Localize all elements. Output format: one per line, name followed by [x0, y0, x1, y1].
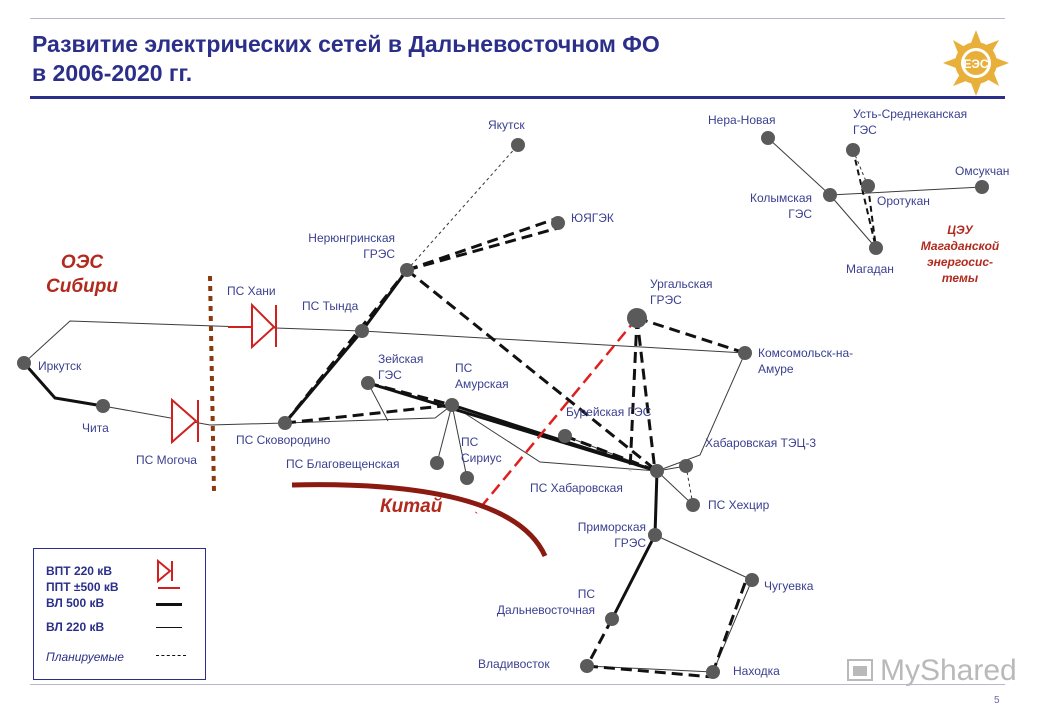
label-skovorodino: ПС Сковородино: [236, 433, 331, 447]
legend-planned-label: Планируемые: [46, 650, 124, 664]
label-chita: Чита: [82, 421, 109, 435]
vpt-mogocha-symbol: [171, 397, 199, 445]
watermark-text: MyShared: [880, 654, 1017, 687]
label-chuguevka: Чугуевка: [764, 579, 814, 593]
node-khekhtsir: [686, 498, 700, 512]
title-underline: [30, 96, 1005, 99]
node-khabarovsk-tec: [679, 459, 693, 473]
node-komsomolsk: [738, 346, 752, 360]
planned-magadan-lines: [852, 149, 877, 249]
label-bureya: Бурейская ГЭС: [566, 405, 652, 419]
label-mogocha: ПС Могоча: [136, 453, 197, 467]
label-nera: Нера-Новая: [708, 113, 776, 127]
node-omsukchan: [975, 180, 989, 194]
legend-vl500-label: ВЛ 500 кВ: [46, 596, 105, 610]
legend-vl500-line: [156, 603, 182, 606]
node-zeya: [361, 376, 375, 390]
label-vladivostok: Владивосток: [478, 657, 550, 671]
node-tynda: [355, 324, 369, 338]
node-amurskaya: [445, 398, 459, 412]
node-blagoveshchensk: [430, 456, 444, 470]
label-blagoveshchensk: ПС Благовещенская: [286, 457, 400, 471]
node-nera: [761, 131, 775, 145]
label-magadan: Магадан: [846, 262, 894, 276]
legend-vl220-label: ВЛ 220 кВ: [46, 620, 105, 634]
label-nakhodka: Находка: [733, 664, 780, 678]
substation-nodes: [17, 131, 989, 679]
planned-500-lines: [283, 216, 747, 679]
node-khabarovsk: [650, 464, 664, 478]
node-ust-sredne: [846, 143, 860, 157]
label-khekhtsir: ПС Хехцир: [708, 498, 770, 512]
planned-dc-line: [475, 317, 638, 514]
legend-ppt-label: ППТ ±500 кВ: [46, 580, 119, 594]
label-khabarovsk-tec: Хабаровская ТЭЦ-3: [705, 436, 817, 450]
label-yakutsk: Якутск: [488, 118, 525, 132]
node-chuguevka: [745, 573, 759, 587]
vpt-khani-symbol: [228, 302, 277, 350]
node-vladivostok: [580, 659, 594, 673]
title-line-2: в 2006-2020 гг.: [32, 60, 193, 86]
node-kolyma: [823, 188, 837, 202]
legend-vpt-symbol: [157, 558, 173, 584]
bottom-rule: [30, 684, 1005, 685]
legend-planned-line: [156, 655, 186, 656]
watermark-icon: [847, 659, 873, 681]
legend-vpt-label: ВПТ 220 кВ: [46, 564, 112, 578]
node-nakhodka: [706, 665, 720, 679]
node-orotukan: [861, 179, 875, 193]
label-khani: ПС Хани: [227, 284, 276, 298]
node-chita: [96, 399, 110, 413]
top-rule: [30, 18, 1005, 19]
page-number: 5: [994, 695, 1000, 706]
label-khabarovsk: ПС Хабаровская: [530, 481, 623, 495]
label-irkutsk: Иркутск: [38, 359, 82, 373]
node-primorskaya: [648, 528, 662, 542]
legend-ppt-line: [158, 587, 180, 589]
node-irkutsk: [17, 356, 31, 370]
node-skovorodino: [278, 416, 292, 430]
label-orotukan: Оротукан: [877, 194, 930, 208]
node-magadan: [869, 241, 883, 255]
china-border: [291, 482, 548, 558]
label-tynda: ПС Тында: [302, 299, 359, 313]
label-yuyagek: ЮЯГЭК: [571, 211, 614, 225]
node-bureya: [558, 429, 572, 443]
node-yakutsk: [511, 138, 525, 152]
label-omsukchan: Омсукчан: [955, 164, 1010, 178]
node-dalnevostochnaya: [605, 612, 619, 626]
legend-vl220-line: [156, 627, 182, 628]
label-china: Китай: [380, 496, 443, 517]
label-komsomolsk: Комсомольск-на-Амуре: [758, 346, 854, 376]
legend: ВПТ 220 кВ ППТ ±500 кВ ВЛ 500 кВ ВЛ 220 …: [33, 548, 206, 680]
ees-logo: ЕЭС: [943, 30, 1009, 96]
title-line-1: Развитие электрических сетей в Дальневос…: [32, 31, 660, 57]
node-neryungri: [400, 263, 414, 277]
node-urgal: [627, 308, 647, 328]
siberia-border: [208, 275, 216, 493]
logo-text: ЕЭС: [963, 57, 989, 71]
node-sirius: [460, 471, 474, 485]
page-title: Развитие электрических сетей в Дальневос…: [32, 30, 660, 88]
node-yuyagek: [551, 216, 565, 230]
